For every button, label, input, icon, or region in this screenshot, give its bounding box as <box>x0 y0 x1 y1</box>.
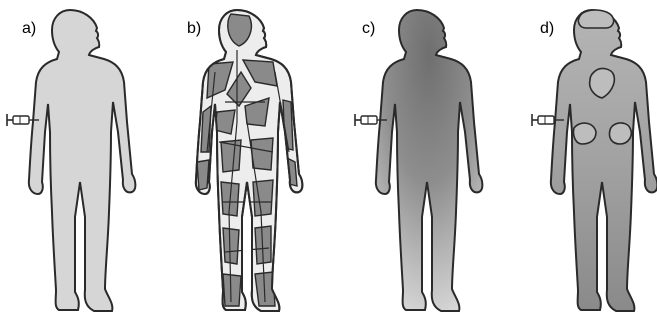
panel-d <box>551 10 657 311</box>
body-b <box>196 10 303 311</box>
panel-label-a: a) <box>22 20 36 38</box>
panel-b <box>196 10 303 311</box>
panel-c <box>376 10 483 311</box>
body-a <box>29 10 136 311</box>
panel-label-c: c) <box>362 20 375 38</box>
body-c <box>376 10 483 311</box>
brain-icon <box>578 10 613 28</box>
panel-label-b: b) <box>187 20 201 38</box>
kidney-icon <box>609 123 631 144</box>
panel-label-d: d) <box>540 20 554 38</box>
panel-a <box>29 10 136 311</box>
body-d <box>551 10 657 311</box>
kidney-icon <box>573 123 596 144</box>
